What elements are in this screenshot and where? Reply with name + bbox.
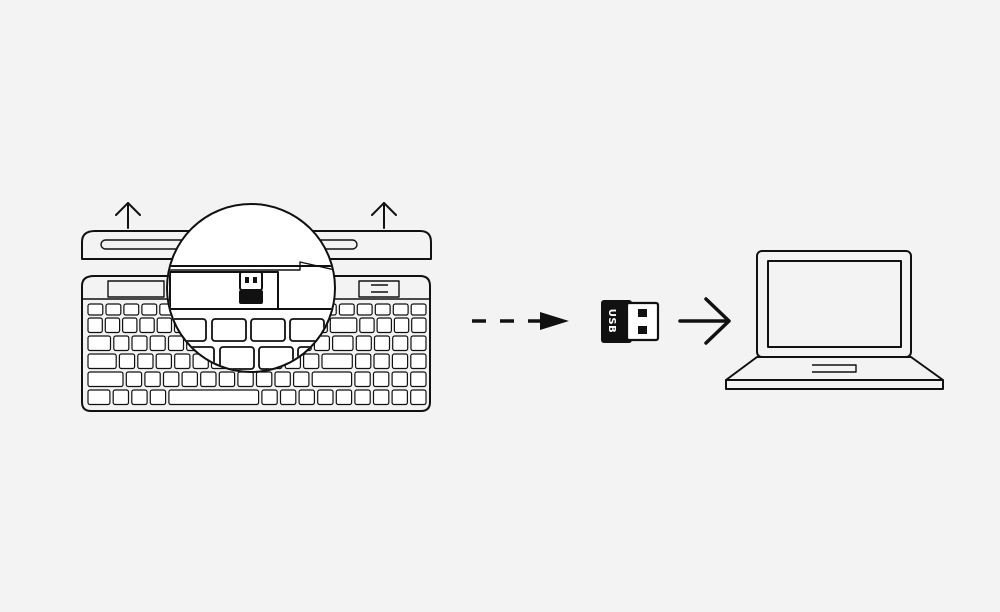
- keyboard-key: [105, 303, 122, 316]
- keyboard-key: [113, 335, 130, 352]
- keyboard-key: [303, 353, 320, 370]
- keyboard-key: [410, 353, 427, 370]
- keyboard-key: [372, 389, 390, 406]
- keyboard-key: [87, 335, 112, 352]
- keyboard-key: [354, 389, 371, 406]
- keyboard-key: [87, 371, 124, 388]
- keyboard-key: [87, 303, 104, 316]
- keyboard-key: [131, 335, 148, 352]
- arrow-right-icon: [678, 297, 731, 345]
- keyboard-key: [174, 353, 191, 370]
- keyboard-key: [410, 303, 427, 316]
- usb-label: USB: [606, 309, 617, 333]
- keyboard-key: [87, 389, 111, 406]
- keyboard-key: [355, 335, 372, 352]
- keyboard-key: [372, 371, 390, 388]
- keyboard-key: [112, 389, 130, 406]
- keyboard-key: [141, 303, 158, 316]
- keyboard-key: [391, 389, 409, 406]
- keyboard-key: [356, 303, 373, 316]
- keyboard-key: [410, 335, 427, 352]
- keyboard-key: [200, 371, 217, 388]
- keyboard-key: [118, 353, 136, 370]
- keyboard-key: [391, 371, 409, 388]
- keyboard-key: [144, 371, 161, 388]
- keyboard-key: [168, 389, 260, 406]
- keyboard-key: [373, 353, 390, 370]
- keyboard-key: [338, 303, 355, 316]
- keyboard-key: [149, 389, 167, 406]
- keyboard-key: [87, 317, 103, 334]
- keyboard-key: [317, 389, 334, 406]
- keyboard-key: [410, 371, 427, 388]
- keyboard-key: [392, 335, 409, 352]
- keyboard-key: [181, 371, 199, 388]
- keyboard-key: [376, 317, 393, 334]
- keyboard-key: [411, 317, 427, 334]
- keyboard-key: [218, 371, 236, 388]
- keyboard-key: [104, 317, 121, 334]
- keyboard-key: [410, 389, 427, 406]
- arrow-up-icon: [371, 202, 397, 229]
- laptop-icon: [725, 250, 944, 390]
- keyboard-key: [261, 389, 278, 406]
- keyboard-key: [137, 353, 154, 370]
- keyboard-key: [125, 371, 143, 388]
- keyboard-key: [237, 371, 254, 388]
- keyboard-key: [162, 371, 180, 388]
- keyboard-key: [131, 389, 148, 406]
- keyboard-key: [298, 389, 316, 406]
- keyboard-key: [167, 335, 185, 352]
- keyboard-key: [279, 389, 297, 406]
- keyboard-key: [335, 389, 353, 406]
- keyboard-key: [393, 317, 410, 334]
- keyboard-key: [255, 371, 273, 388]
- keyboard-key: [139, 317, 155, 334]
- keyboard-key: [391, 353, 409, 370]
- keyboard-key: [355, 353, 372, 370]
- keyboard-key: [373, 335, 391, 352]
- arrow-up-icon: [115, 202, 141, 229]
- keyboard-key: [123, 303, 140, 316]
- keyboard-key: [121, 317, 138, 334]
- stored-receiver-icon: [239, 271, 263, 304]
- keyboard-key: [311, 371, 353, 388]
- keyboard-key: [87, 353, 117, 370]
- keyboard-key: [392, 303, 409, 316]
- keyboard-key: [274, 371, 291, 388]
- keyboard-key: [149, 335, 166, 352]
- keyboard-key: [321, 353, 353, 370]
- keyboard-key: [329, 317, 358, 334]
- keyboard-key: [155, 353, 172, 370]
- keyboard-key: [156, 317, 173, 334]
- keyboard-key: [354, 371, 371, 388]
- keyboard-key: [374, 303, 391, 316]
- usb-receiver-icon: USB: [601, 300, 660, 343]
- keyboard-key: [359, 317, 375, 334]
- keyboard-key: [332, 335, 354, 352]
- keyboard-key: [293, 371, 310, 388]
- dashed-arrow-icon: [472, 312, 569, 330]
